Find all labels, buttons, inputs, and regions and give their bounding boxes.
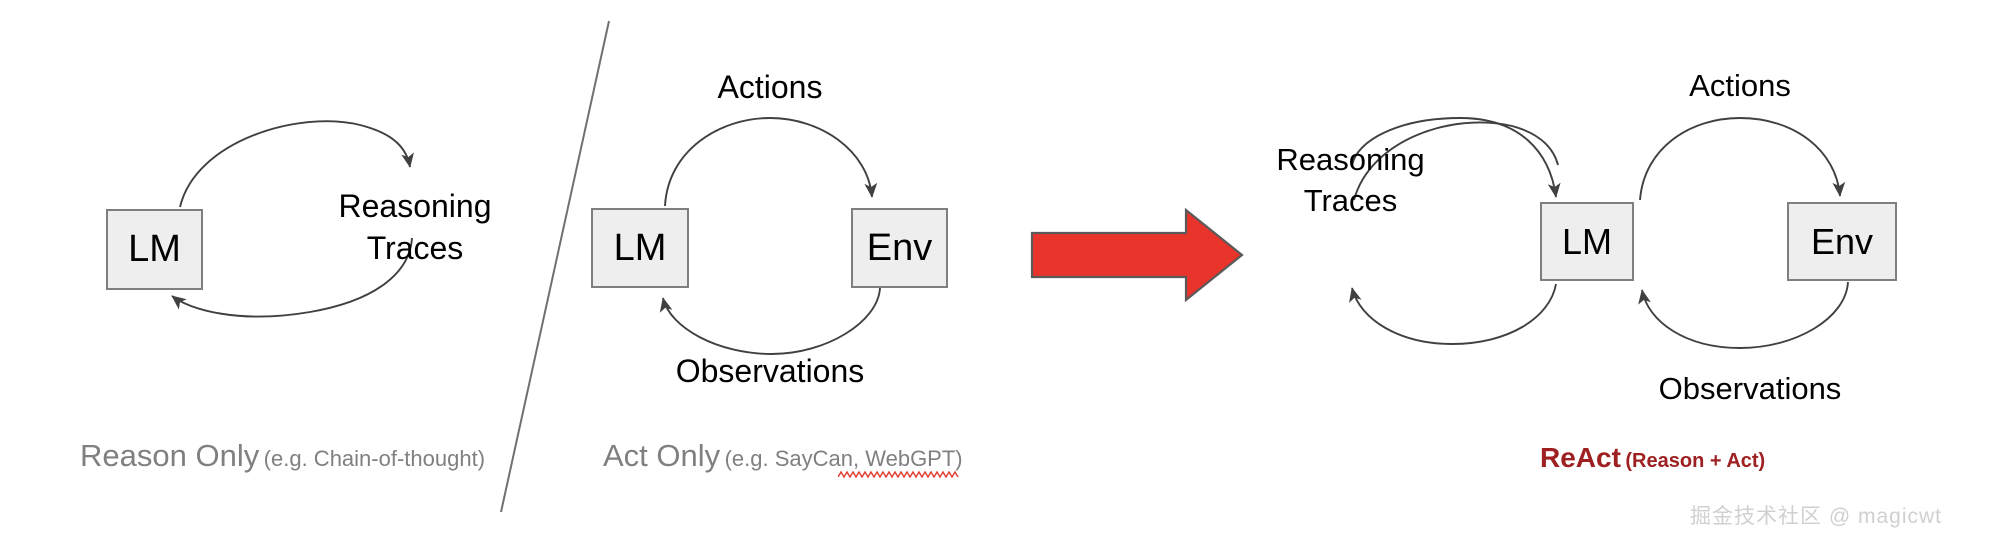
arrow-react-lm-to-env	[1639, 117, 1846, 201]
edge-label-line1: Observations	[1658, 371, 1842, 406]
edge-label-actions-act-only: Actions	[650, 66, 890, 108]
node-label: LM	[613, 226, 667, 269]
caption-sub-text: (Reason + Act)	[1625, 450, 1766, 472]
caption-react: ReAct (Reason + Act)	[1540, 442, 1765, 474]
node-label: Env	[866, 226, 933, 269]
arrow-react-lm-to-reason-bottom	[1349, 283, 1557, 345]
caption-reason-only: Reason Only (e.g. Chain-of-thought)	[80, 438, 485, 474]
node-label: Env	[1810, 220, 1874, 262]
edge-label-line1: Reasoning	[1276, 142, 1425, 177]
arrow-act-lm-to-env	[664, 117, 878, 207]
edge-label-line2: Traces	[366, 230, 464, 267]
caption-sub-text: (e.g. Chain-of-thought)	[263, 446, 486, 471]
caption-act-only: Act Only (e.g. SayCan, WebGPT)	[603, 438, 963, 474]
spellcheck-squiggle-icon	[838, 470, 959, 479]
node-lm-reason-only[interactable]: LM	[106, 209, 203, 290]
node-lm-react[interactable]: LM	[1540, 202, 1634, 281]
node-env-act-only[interactable]: Env	[851, 208, 948, 288]
edge-label-observations-react: Observations	[1610, 284, 1890, 410]
edge-label-reasoning-traces-react: Reasoning Traces	[1208, 140, 1493, 222]
edge-label-line1: Actions	[1689, 68, 1791, 103]
edge-label-actions-react: Actions	[1620, 66, 1860, 107]
edge-label-line1: Observations	[675, 353, 865, 389]
caption-main-text: ReAct	[1540, 442, 1621, 473]
arrow-act-env-to-lm	[659, 287, 881, 355]
node-lm-act-only[interactable]: LM	[591, 208, 689, 288]
caption-sub-text: (e.g. SayCan, WebGPT)	[724, 446, 963, 471]
node-label: LM	[1561, 220, 1612, 262]
red-right-arrow	[1030, 207, 1244, 303]
edge-label-line1: Actions	[717, 69, 823, 105]
edge-label-reasoning-traces-1: Reasoning Traces	[330, 185, 500, 269]
caption-main-text: Act Only	[603, 438, 721, 473]
caption-main-text: Reason Only	[80, 438, 260, 473]
edge-label-observations-act-only: Observations	[640, 350, 900, 392]
edge-label-line1: Reasoning	[338, 188, 492, 224]
edge-label-line2: Traces	[1303, 182, 1398, 218]
node-env-react[interactable]: Env	[1787, 202, 1897, 281]
watermark-text: 掘金技术社区 @ magicwt	[1690, 505, 1943, 528]
node-label: LM	[128, 228, 181, 270]
